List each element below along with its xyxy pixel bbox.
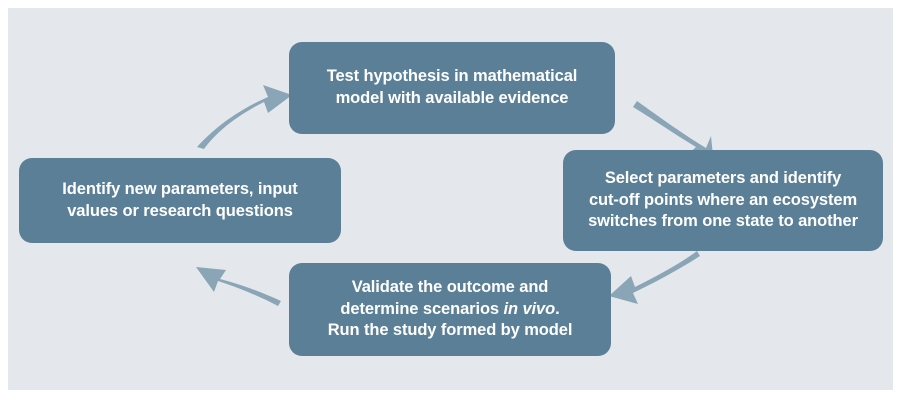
in-vivo-term: in vivo — [503, 299, 556, 318]
arrow-left-to-top-icon — [197, 85, 292, 149]
arrow-top-to-right-icon — [633, 101, 714, 166]
arrow-right-to-bottom-icon — [609, 251, 700, 304]
arrow-bottom-to-left-icon — [196, 267, 281, 306]
